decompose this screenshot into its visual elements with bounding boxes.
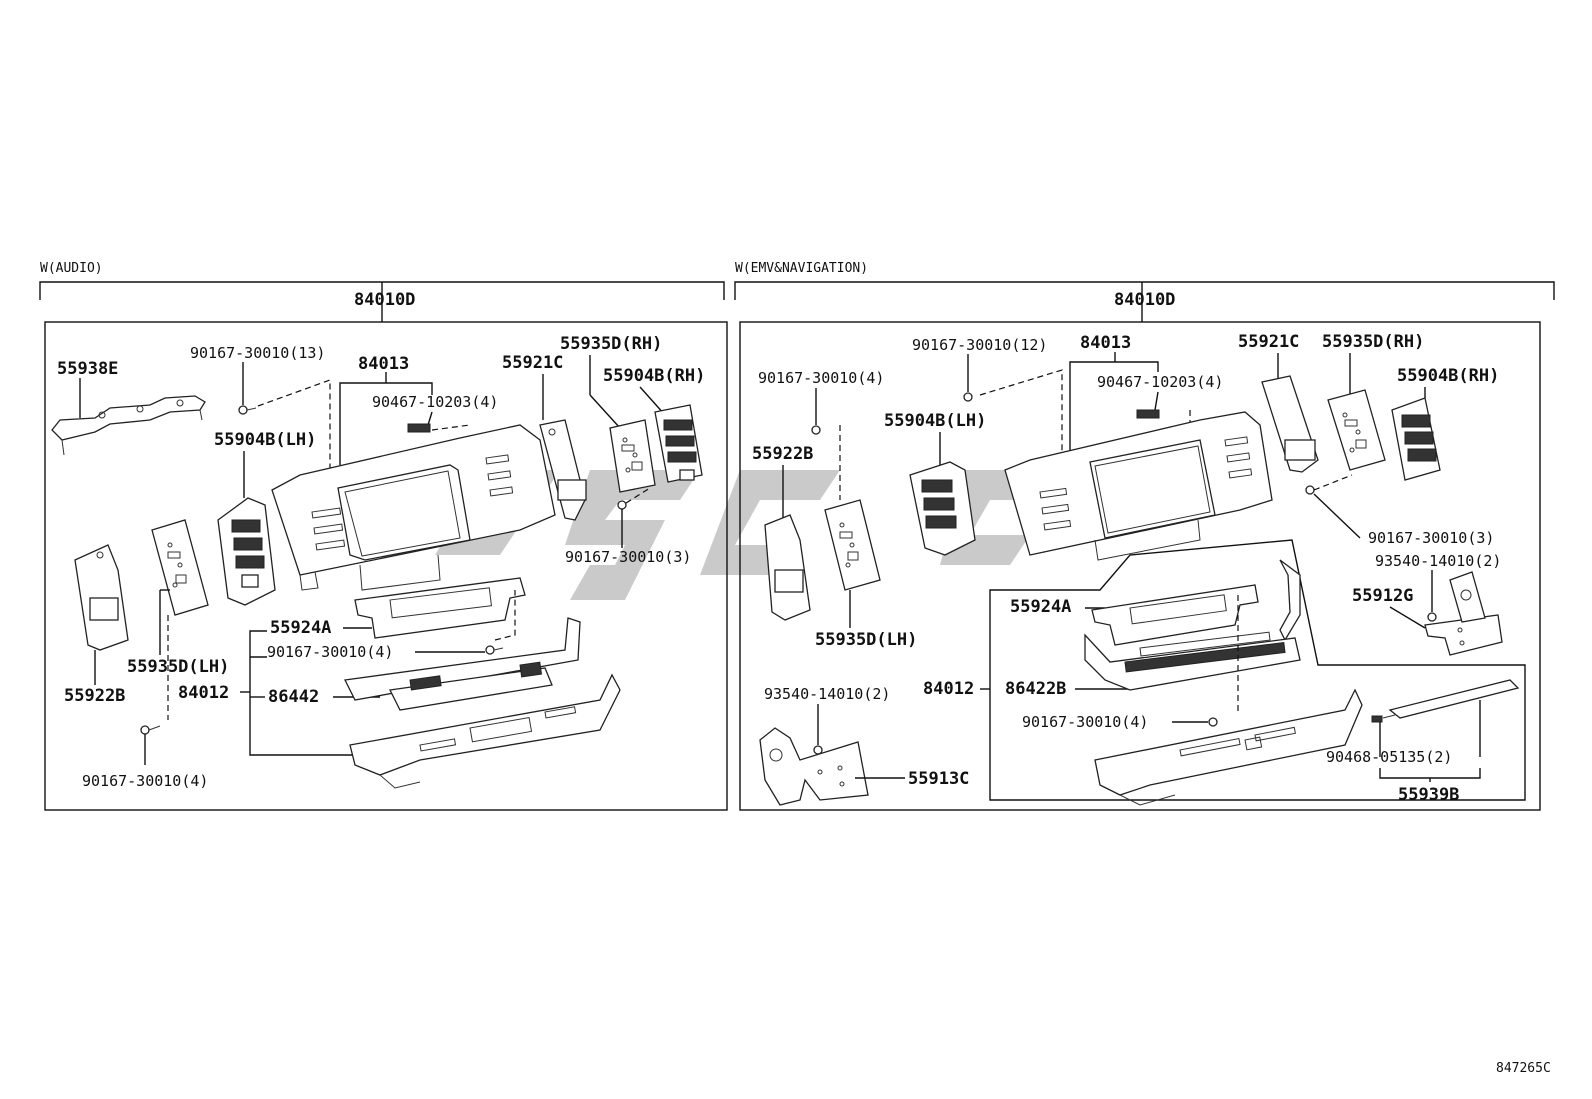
label-55912g: 55912G [1352,586,1413,606]
label-55921c: 55921C [502,353,563,373]
right-assembly-label: 84010D [1114,290,1175,310]
label-90467: 90467-10203(4) [372,393,498,411]
label-90167-3-r: 90167-30010(3) [1368,529,1494,547]
label-55935d-rh-r: 55935D(RH) [1322,332,1424,352]
bracket-55912g [1424,571,1503,656]
left-panel: W(AUDIO) 84010D 55938E 90167-30010(13) 8… [39,261,728,811]
screw-icon [485,645,504,655]
label-90167-13: 90167-30010(13) [190,344,325,362]
screw-icon [617,500,627,510]
label-55921c-r: 55921C [1238,332,1299,352]
label-90467-r: 90467-10203(4) [1097,373,1223,391]
bracket-55921c-r [1261,375,1319,473]
label-55922b-r: 55922B [752,444,813,464]
screw-icon [813,745,823,755]
label-55904b-lh-r: 55904B(LH) [884,411,986,431]
lower-trim-84012 [349,673,621,789]
label-55935d-rh: 55935D(RH) [560,334,662,354]
bracket-55924a [354,577,526,639]
screw-icon [1208,717,1218,727]
label-90167-4a: 90167-30010(4) [267,643,393,661]
panel-86422b [1084,631,1301,691]
right-assembly-bracket [734,281,1555,300]
switch-55904b-rh [654,404,703,483]
label-55924a: 55924A [270,618,331,638]
panel-86442 [344,617,581,711]
label-93540-b: 93540-14010(2) [764,685,890,703]
switch-55904b-rh-r [1391,397,1441,481]
screw-icon [1305,485,1315,495]
label-90167-4b-r: 90167-30010(4) [1022,713,1148,731]
label-86422b: 86422B [1005,679,1066,699]
switch-55904b-lh [217,497,276,606]
right-panel-frame [739,321,1541,811]
main-bezel-84013-r [1004,411,1273,561]
switch-55904b-lh-r [909,461,976,556]
screw-icon [238,405,257,415]
right-panel: W(EMV&NAVIGATION) 84010D 90167-30010(12)… [734,261,1555,811]
label-84013: 84013 [358,354,409,374]
label-55904b-rh: 55904B(RH) [603,366,705,386]
label-90167-4b: 90167-30010(4) [82,772,208,790]
screw-icon [1427,612,1437,622]
label-55913c: 55913C [908,769,969,789]
screw-icon [811,425,821,435]
label-55935d-lh: 55935D(LH) [127,657,229,677]
circuit-board-55935d-lh-r [824,499,881,591]
bracket-55913c [759,727,869,806]
right-condition-label: W(EMV&NAVIGATION) [735,261,868,276]
label-90167-3: 90167-30010(3) [565,548,691,566]
label-84013-r: 84013 [1080,333,1131,353]
bracket-55921c [539,419,587,521]
label-90167-4a-r: 90167-30010(4) [758,369,884,387]
lower-trim-84012-r [1094,688,1363,806]
circuit-board-55935d-rh-r [1327,389,1386,471]
label-55924a-r: 55924A [1010,597,1071,617]
label-55939b: 55939B [1398,785,1459,805]
trim-strip-55939b [1371,679,1520,723]
subassembly-frame [989,539,1526,801]
label-55922b: 55922B [64,686,125,706]
left-assembly-label: 84010D [354,290,415,310]
circuit-board-55935d-lh [151,519,209,616]
diagram-id: 847265C [1496,1061,1551,1076]
label-86442: 86442 [268,687,319,707]
label-84012: 84012 [178,683,229,703]
left-panel-frame [44,321,728,811]
bracket-55924a-r [1091,559,1301,646]
screw-icon [963,392,973,402]
label-55935d-lh-r: 55935D(LH) [815,630,917,650]
left-condition-label: W(AUDIO) [40,261,103,276]
label-55904b-lh: 55904B(LH) [214,430,316,450]
bracket-55922b-r [764,514,811,621]
label-55938e: 55938E [57,359,118,379]
bracket-55922b [74,544,129,651]
bracket-55938e [51,395,206,456]
main-bezel-84013 [271,424,556,591]
circuit-board-55935d-rh [609,419,656,493]
label-90468: 90468-05135(2) [1326,748,1452,766]
label-93540-a: 93540-14010(2) [1375,552,1501,570]
label-90167-12: 90167-30010(12) [912,336,1047,354]
label-84012-r: 84012 [923,679,974,699]
screw-icon [140,725,161,735]
label-55904b-rh-r: 55904B(RH) [1397,366,1499,386]
